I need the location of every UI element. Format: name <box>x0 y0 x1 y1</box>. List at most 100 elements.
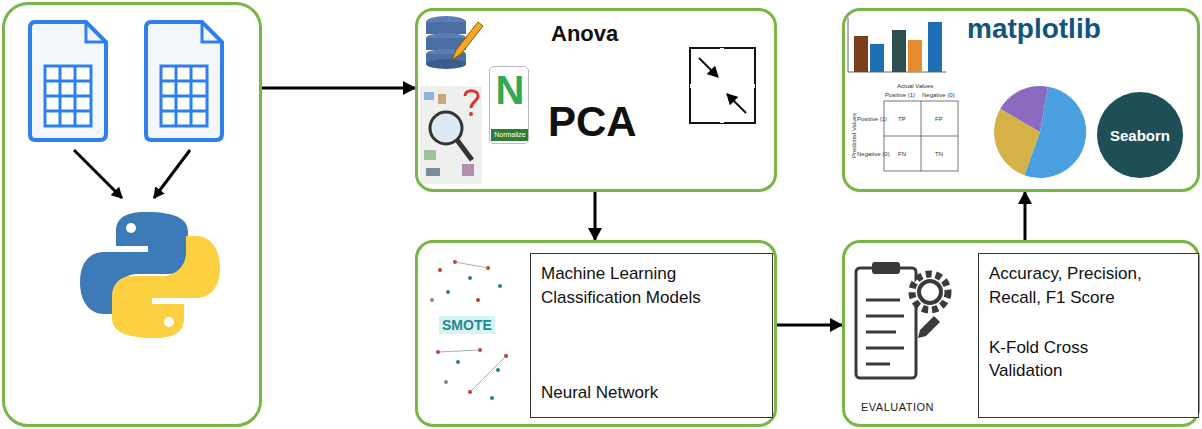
seaborn-logo: Seaborn <box>1097 92 1183 178</box>
database-icon-part <box>424 16 468 68</box>
dimension-reduction-icon <box>690 48 755 123</box>
data-inspection-picture-part <box>465 91 478 108</box>
inner-arrow-part <box>74 150 122 198</box>
visualisation-panel: matplotlibSeaborn <box>842 8 1200 192</box>
database-icon-part <box>452 22 483 60</box>
icon-caption: Normalize <box>491 129 529 141</box>
dimension-reduction-icon-part <box>690 48 755 123</box>
bar-chart-part <box>908 40 922 72</box>
flow-arrow <box>594 192 597 240</box>
python-logo-part <box>126 223 136 233</box>
smote-scatter-part <box>476 298 480 302</box>
evaluation-icon-part <box>912 274 948 310</box>
data-inspection-picture-part <box>420 86 482 184</box>
data-inspection-picture-part <box>469 112 473 116</box>
matrix-cell: TN <box>935 151 943 157</box>
library-name: Seaborn <box>1110 127 1170 144</box>
confusion-matrix-part <box>884 101 958 171</box>
spreadsheet-icon-part <box>161 66 207 126</box>
spreadsheet-icon-part <box>30 22 106 140</box>
data-inspection-picture-part <box>424 92 434 100</box>
icon-caption: EVALUATION <box>861 401 934 413</box>
smote-scatter-part <box>438 268 442 272</box>
smote-scatter-part <box>456 360 460 364</box>
panel-text: Accuracy, Precision, Recall, F1 Score <box>989 262 1161 310</box>
modelling-panel: SMOTE Machine Learning Classification Mod… <box>415 240 777 427</box>
smote-scatter-part <box>438 350 480 352</box>
evaluation-icon-part <box>866 300 904 364</box>
bar-chart <box>848 18 946 72</box>
column-header: Positive (1) <box>885 92 915 98</box>
metric-text-box: Accuracy, Precision, Recall, F1 ScoreK-F… <box>978 253 1199 418</box>
panel-text: K-Fold Cross Validation <box>989 336 1129 384</box>
pie-chart-part <box>994 109 1040 175</box>
bar-chart-part <box>854 36 868 72</box>
evaluation-icon-part <box>856 268 916 378</box>
data-inspection-picture-part <box>430 112 462 144</box>
matrix-cell: FN <box>898 151 906 157</box>
smote-scatter-part <box>446 290 450 294</box>
spreadsheet-icon-part <box>86 22 106 42</box>
evaluation-icon-part <box>919 281 941 303</box>
spreadsheet-icon <box>30 22 106 140</box>
library-name: matplotlib <box>967 13 1101 45</box>
bar-chart-part <box>892 30 906 72</box>
input-panel <box>2 2 262 427</box>
matrix-cell: TP <box>898 116 906 122</box>
database-icon <box>424 16 483 69</box>
axis-title: Predicted Values <box>851 114 857 158</box>
confusion-matrix-part <box>884 101 958 171</box>
icon-letter: N <box>490 70 529 110</box>
smote-scatter-part <box>430 298 434 302</box>
smote-scatter <box>430 260 508 400</box>
smote-scatter-part <box>498 284 502 288</box>
evaluation-icon <box>856 262 948 378</box>
spreadsheet-icon-part <box>146 22 222 140</box>
spreadsheet-icon-part <box>45 66 91 126</box>
spreadsheet-icon-part <box>161 66 207 126</box>
database-icon-part <box>426 59 466 69</box>
data-inspection-picture-part <box>438 94 446 104</box>
bar-chart-part <box>848 18 946 72</box>
flow-arrow <box>777 324 842 327</box>
evaluation-icon-part <box>918 316 940 338</box>
inner-arrow <box>74 150 190 198</box>
method-name: PCA <box>548 101 637 143</box>
dimension-reduction-icon-part <box>699 58 718 77</box>
panel-text: Neural Network <box>541 381 762 405</box>
inner-arrow-part <box>154 150 190 198</box>
data-inspection-picture <box>420 86 482 184</box>
smote-scatter-part <box>470 356 506 392</box>
axis-title: Actual Values <box>897 83 933 89</box>
evaluation-panel: EVALUATION Accuracy, Precision, Recall, F… <box>842 240 1200 427</box>
data-inspection-picture-part <box>426 168 440 176</box>
bar-chart-part <box>928 22 942 72</box>
smote-scatter-part <box>490 396 494 400</box>
smote-scatter-part <box>468 276 472 280</box>
dimension-reduction-icon-part <box>690 48 755 123</box>
smote-scatter-part <box>496 368 500 372</box>
evaluation-icon-part <box>872 262 900 274</box>
database-icon-part <box>426 22 466 34</box>
bar-chart-part <box>870 44 884 72</box>
spreadsheet-icon-part <box>45 66 91 126</box>
smote-scatter-part <box>455 262 488 268</box>
spreadsheet-icon <box>146 22 222 140</box>
dimension-reduction-icon-part <box>727 94 746 113</box>
panel-text: Machine Learning Classification Models <box>541 262 701 310</box>
preprocessing-panel: AnovaPCA N Normalize <box>415 8 777 192</box>
method-name: Anova <box>551 21 618 47</box>
pie-chart <box>994 86 1086 178</box>
spreadsheet-icon-part <box>202 22 222 42</box>
confusion-matrix <box>884 101 958 171</box>
normalize-icon: N Normalize <box>489 66 529 144</box>
flow-arrow <box>1024 192 1027 240</box>
row-header: Negative (0) <box>857 151 890 157</box>
smote-scatter-part <box>444 380 448 384</box>
flow-arrow <box>262 87 415 90</box>
python-logo <box>80 212 220 338</box>
column-header: Negative (0) <box>922 92 955 98</box>
technique-name: SMOTE <box>439 316 495 334</box>
model-text-box: Machine Learning Classification ModelsNe… <box>530 253 773 418</box>
python-logo-part <box>164 317 174 327</box>
